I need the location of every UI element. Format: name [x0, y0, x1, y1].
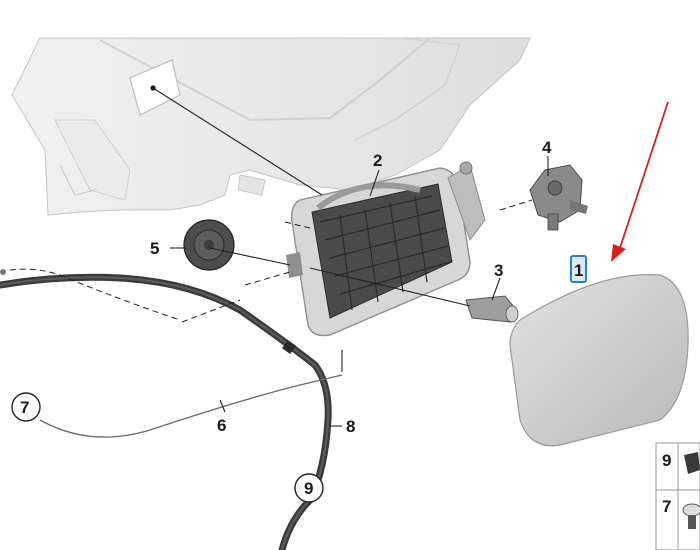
- drain-hose-8: [0, 273, 332, 550]
- leader-lines: [152, 87, 549, 427]
- legend-clip-part: [684, 452, 700, 474]
- callout-6: 6: [217, 416, 226, 435]
- grommet: [183, 219, 235, 271]
- circle-callout-9-ring: [294, 473, 324, 503]
- emergency-release-cable-6: [0, 268, 343, 438]
- body-side-panel: [11, 37, 531, 216]
- parts-legend-table: 9 7: [655, 442, 700, 550]
- filler-housing: [286, 161, 486, 337]
- callout-9: 9: [304, 479, 313, 498]
- callout-2: 2: [373, 151, 382, 170]
- callout-5: 5: [150, 239, 159, 258]
- red-arrow-indicator: [611, 101, 669, 262]
- callout-4: 4: [542, 138, 552, 157]
- flap-actuator: [529, 164, 588, 231]
- circle-callout-7-ring: [11, 392, 41, 422]
- callout-3: 3: [494, 261, 503, 280]
- callout-labels: 1 2 3 4 5 6 8 7 9: [11, 138, 587, 503]
- legend-cap-part: [682, 503, 700, 517]
- callout-7: 7: [20, 398, 29, 417]
- fuel-filler-flap: [509, 273, 689, 447]
- legend-row-7-number: 7: [662, 497, 671, 516]
- legend-cap-stem: [688, 515, 696, 529]
- legend-row-9-number: 9: [662, 451, 671, 470]
- sensor-part: [465, 295, 519, 323]
- part-1-highlight-box: [570, 255, 587, 283]
- callout-8: 8: [346, 417, 355, 436]
- callout-1: 1: [574, 261, 583, 280]
